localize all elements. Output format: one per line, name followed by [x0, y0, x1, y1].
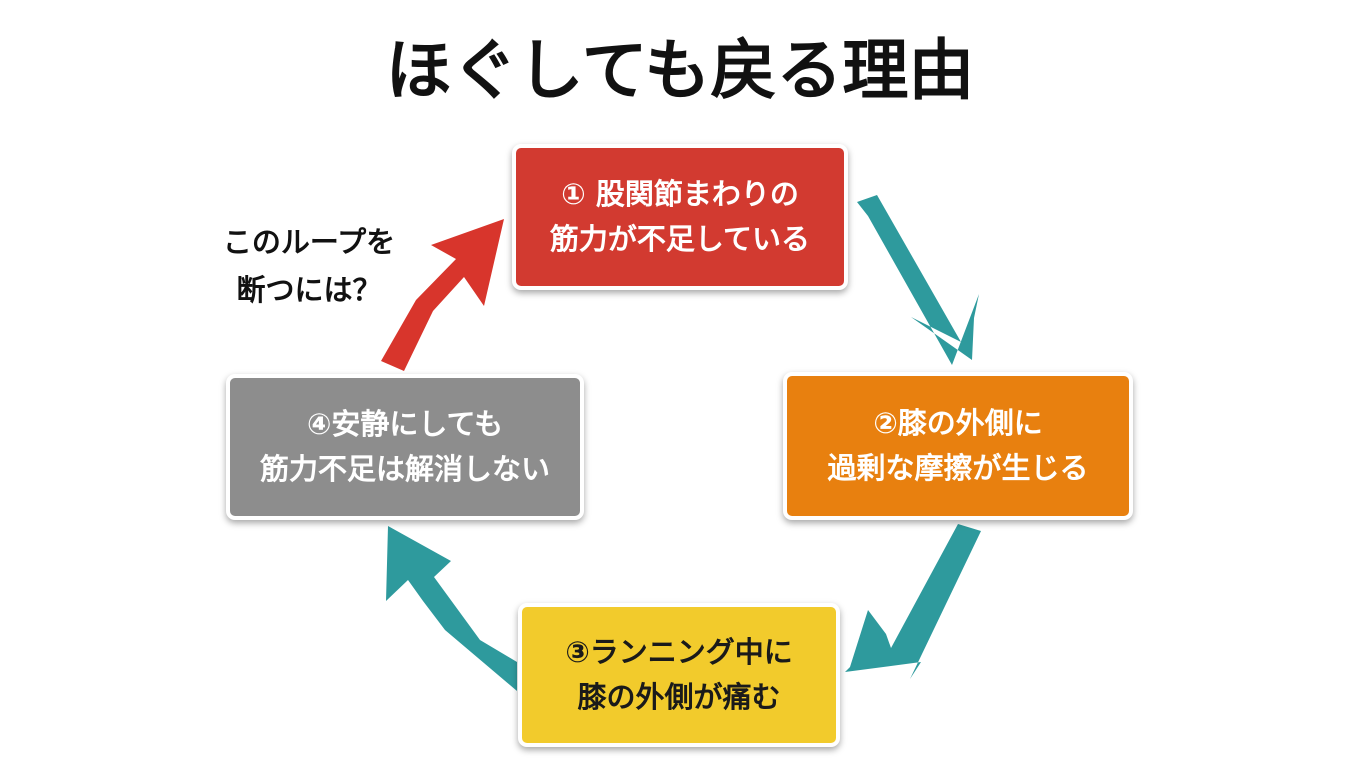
cycle-step-2-line-2: 過剰な摩擦が生じる [827, 451, 1089, 485]
cycle-step-2-line-1: ②膝の外側に [873, 406, 1043, 440]
loop-break-note-line-1: このループを [222, 225, 396, 259]
cycle-step-2: ②膝の外側に 過剰な摩擦が生じる [783, 372, 1133, 520]
diagram-title: ほぐしても戻る理由 [385, 32, 975, 109]
arrow-step2-to-step3 [845, 524, 981, 679]
arrow-step1-to-step2 [857, 195, 979, 365]
cycle-step-4: ④安静にしても 筋力不足は解消しない [226, 374, 584, 520]
cycle-step-3-line-2: 膝の外側が痛む [577, 680, 781, 714]
cycle-step-1-line-2: 筋力が不足している [549, 222, 811, 256]
arrow-step4-to-step1 [381, 219, 504, 371]
cycle-step-4-line-2: 筋力不足は解消しない [259, 452, 550, 486]
loop-break-note-line-2: 断つには？ [236, 273, 382, 307]
cycle-step-3: ③ランニング中に 膝の外側が痛む [518, 603, 840, 747]
cycle-step-3-line-1: ③ランニング中に [565, 635, 793, 669]
cycle-step-1: ① 股関節まわりの 筋力が不足している [512, 144, 848, 290]
cycle-step-1-line-1: ① 股関節まわりの [561, 177, 799, 211]
loop-break-note: このループを 断つには？ [196, 218, 422, 314]
cycle-step-4-line-1: ④安静にしても [306, 407, 504, 441]
arrow-step3-to-step4 [386, 526, 517, 691]
